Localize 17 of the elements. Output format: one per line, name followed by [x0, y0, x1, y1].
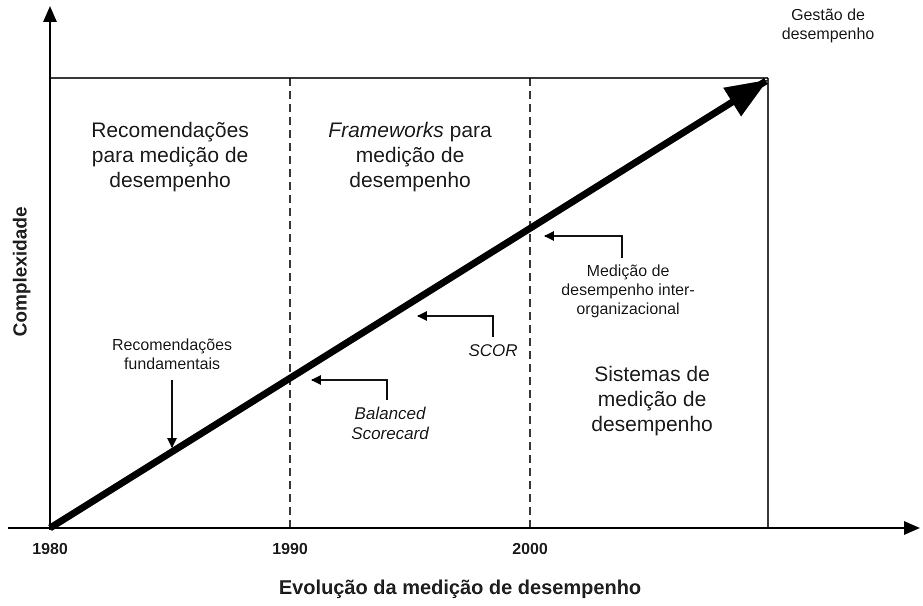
- tick-label: 1990: [271, 540, 309, 560]
- leader-arrow: [311, 375, 388, 400]
- leader-arrow: [417, 311, 494, 337]
- tick-label: 1980: [31, 540, 69, 560]
- leader-arrow: [544, 231, 623, 258]
- leader-arrow: [167, 380, 177, 448]
- annotation-text: Gestão de desempenho: [780, 6, 876, 44]
- region-title: Frameworks para medição de desempenho: [327, 118, 493, 194]
- region-title: Sistemas de medição de desempenho: [590, 362, 714, 438]
- annotation-text: SCOR: [458, 341, 528, 362]
- region-title: Recomendações para medição de desempenho: [90, 118, 250, 194]
- annotation-text: Medição de desempenho inter-organizacional: [553, 262, 703, 320]
- annotation-text: Recomendações fundamentais: [87, 336, 257, 374]
- annotation-text: Balanced Scorecard: [330, 404, 450, 445]
- axis-title: Complexidade: [10, 205, 33, 338]
- axis-title: Evolução da medição de desempenho: [278, 576, 642, 600]
- tick-label: 2000: [511, 540, 549, 560]
